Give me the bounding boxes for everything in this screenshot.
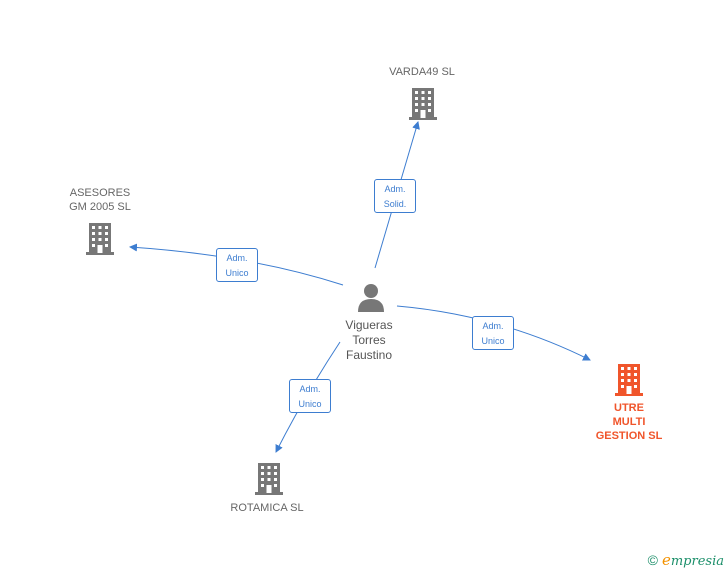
person-icon[interactable] bbox=[356, 282, 386, 312]
edge-label-rotamica: Adm. Unico bbox=[289, 379, 331, 413]
brand-logo: © empresia bbox=[648, 551, 724, 569]
company-label-utre: UTRE MULTI GESTION SL bbox=[595, 402, 663, 442]
brand-rest: mpresia bbox=[670, 554, 724, 569]
company-label-rotamica: ROTAMICA SL bbox=[230, 502, 304, 514]
building-icon[interactable] bbox=[407, 86, 439, 120]
building-icon[interactable] bbox=[253, 461, 285, 495]
person-label: Vigueras Torres Faustino bbox=[345, 318, 393, 362]
building-icon[interactable] bbox=[84, 221, 116, 255]
copyright-icon: © bbox=[647, 552, 658, 568]
edge-label-varda49: Adm. Solid. bbox=[374, 179, 416, 213]
edge-label-utre: Adm. Unico bbox=[472, 316, 514, 350]
brand-e: e bbox=[661, 551, 671, 569]
company-label-asesores: ASESORES GM 2005 SL bbox=[69, 187, 131, 213]
building-icon[interactable] bbox=[613, 362, 645, 396]
company-label-varda49: VARDA49 SL bbox=[389, 66, 455, 78]
edge-label-asesores: Adm. Unico bbox=[216, 248, 258, 282]
